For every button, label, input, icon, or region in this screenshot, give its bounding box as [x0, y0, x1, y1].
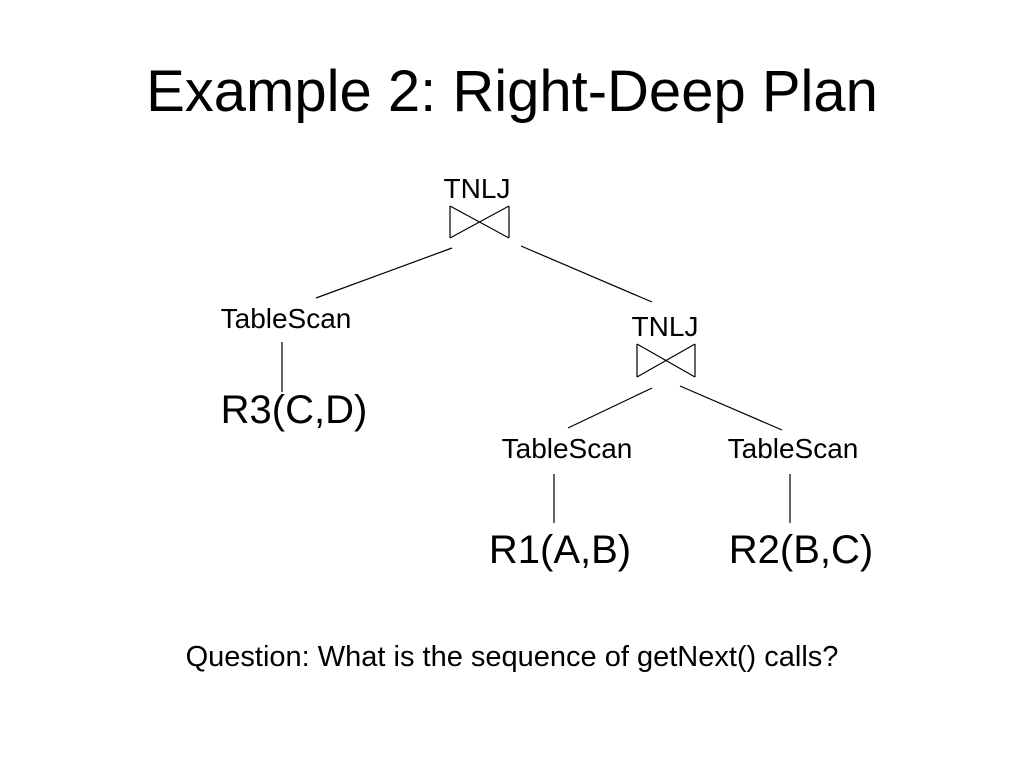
- question-text: Question: What is the sequence of getNex…: [185, 641, 839, 673]
- inner-join-label: TNLJ: [631, 311, 699, 342]
- inner-join-icon: [636, 343, 696, 378]
- edge-root-to-inner-join: [520, 245, 653, 303]
- relation-r3-label: R3(C,D): [220, 388, 368, 432]
- edge-root-to-left-scan: [315, 247, 453, 299]
- r2-tablescan-label: TableScan: [727, 433, 859, 464]
- root-join-icon: [449, 205, 510, 239]
- r1-tablescan-label: TableScan: [501, 433, 633, 464]
- root-join-label: TNLJ: [443, 173, 511, 204]
- edge-inner-join-to-r1-scan: [567, 387, 653, 429]
- left-tablescan-label: TableScan: [220, 303, 352, 334]
- edge-inner-join-to-r2-scan: [679, 385, 783, 431]
- slide-title: Example 2: Right-Deep Plan: [146, 59, 878, 124]
- relation-r1-label: R1(A,B): [488, 528, 632, 572]
- relation-r2-label: R2(B,C): [728, 528, 874, 572]
